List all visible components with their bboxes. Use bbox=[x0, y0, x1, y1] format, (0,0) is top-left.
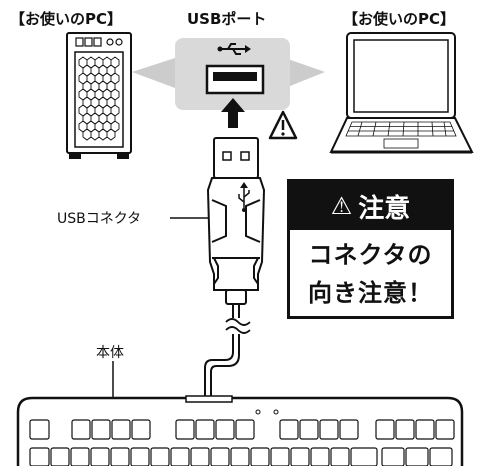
right-arrow-shape bbox=[285, 58, 325, 88]
caution-line-2: 向き注意！ bbox=[308, 279, 433, 307]
left-arrow-shape bbox=[132, 58, 175, 88]
caution-warning-icon: ⚠ bbox=[330, 192, 353, 220]
left-pc-label: 【お使いのPC】 bbox=[10, 10, 123, 28]
usb-port-tongue bbox=[213, 72, 257, 81]
main-body-label: 本体 bbox=[96, 345, 124, 361]
caution-box: ⚠ 注意 コネクタの 向き注意！ bbox=[287, 179, 454, 319]
right-laptop bbox=[329, 32, 474, 154]
caution-heading: 注意 bbox=[358, 193, 411, 224]
left-pc-honeycomb bbox=[78, 56, 120, 141]
caution-message: コネクタの 向き注意！ bbox=[290, 230, 451, 312]
keyboard-keys bbox=[29, 419, 455, 466]
usb-cable bbox=[204, 304, 251, 396]
laptop-keyboard bbox=[345, 121, 457, 149]
usb-connector-label: USBコネクタ bbox=[57, 211, 142, 227]
warning-triangle-icon bbox=[268, 110, 298, 140]
left-pc-tower bbox=[66, 32, 132, 159]
usb-port-label: USBポート bbox=[187, 10, 267, 28]
usb-symbol-icon bbox=[217, 43, 251, 55]
caution-header: ⚠ 注意 bbox=[290, 182, 451, 230]
right-pc-label: 【お使いのPC】 bbox=[343, 10, 456, 28]
connector-usb-icon bbox=[238, 182, 250, 212]
insert-arrow-shape bbox=[221, 98, 245, 128]
usb-connector-plug bbox=[206, 137, 266, 305]
caution-line-1: コネクタの bbox=[308, 241, 433, 269]
